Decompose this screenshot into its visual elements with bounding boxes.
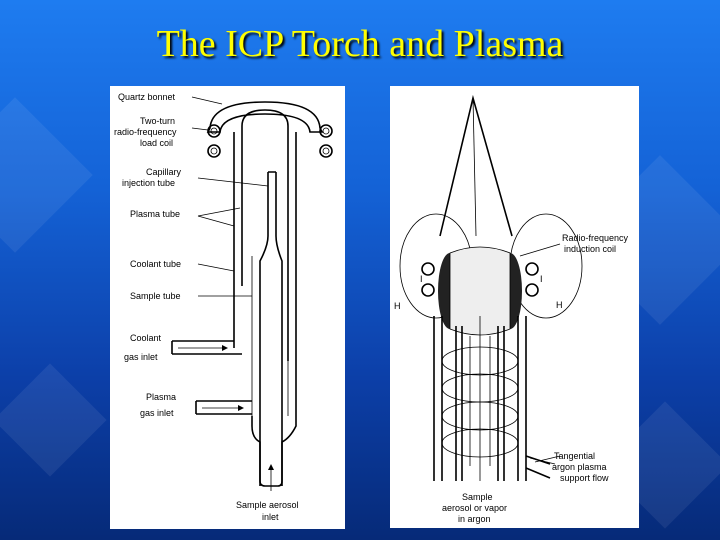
label-plasma-tube: Plasma tube (130, 209, 180, 219)
aerosol-arrow-head (268, 464, 274, 470)
label-coolant-inlet: Coolant (130, 333, 162, 343)
label-capillary: Capillary (146, 167, 182, 177)
label-tangential-flow: Tangential (554, 451, 595, 461)
swirl-flow (441, 316, 519, 481)
label-h-right: H (556, 300, 563, 310)
background-diamond (0, 97, 93, 253)
label-capillary: injection tube (122, 178, 175, 188)
tangential-arrow (529, 457, 556, 465)
sample-tube (251, 256, 289, 416)
coolant-arrow-head (222, 345, 228, 351)
quartz-bonnet (206, 101, 324, 133)
plasma-arrow-head (238, 405, 244, 411)
label-tangential-flow: support flow (560, 473, 609, 483)
plasma-flame (439, 94, 513, 237)
induction-coil (421, 262, 539, 297)
label-tangential-flow: argon plasma (552, 462, 607, 472)
coolant-gas-inlet (171, 340, 242, 355)
label-rf-coil: radio-frequency (114, 127, 177, 137)
label-plasma-inlet: gas inlet (140, 408, 174, 418)
plasma-diagram-panel: Radio-frequency induction coil H H I I T… (390, 86, 639, 528)
torch-base (251, 371, 297, 487)
label-induction-coil: Radio-frequency (562, 233, 629, 243)
label-i-left: I (420, 274, 423, 284)
torch-diagram-panel: Quartz bonnet Two-turn radio-frequency l… (110, 86, 345, 529)
leader-lines (519, 243, 561, 463)
label-h-left: H (394, 301, 401, 311)
rf-load-coil (207, 124, 333, 158)
plasma-gas-inlet (195, 400, 252, 415)
coolant-tube (233, 132, 297, 371)
label-plasma-inlet: Plasma (146, 392, 176, 402)
label-aerosol-inlet: inlet (262, 512, 279, 522)
label-rf-coil: load coil (140, 138, 173, 148)
label-induction-coil: induction coil (564, 244, 616, 254)
label-quartz-bonnet: Quartz bonnet (118, 92, 176, 102)
page-title: The ICP Torch and Plasma (156, 23, 564, 65)
torch-diagram: Quartz bonnet Two-turn radio-frequency l… (114, 92, 333, 522)
label-rf-coil: Two-turn (140, 116, 175, 126)
label-i-right: I (540, 274, 543, 284)
flame-axis (472, 97, 477, 237)
leader-lines (191, 96, 269, 297)
label-sample-flow: aerosol or vapor (442, 503, 507, 513)
label-coolant-tube: Coolant tube (130, 259, 181, 269)
background-diamond (0, 363, 107, 477)
label-sample-tube: Sample tube (130, 291, 181, 301)
label-sample-flow: Sample (462, 492, 493, 502)
label-coolant-inlet: gas inlet (124, 352, 158, 362)
capillary-injection-tube (259, 171, 283, 486)
label-aerosol-inlet: Sample aerosol (236, 500, 299, 510)
label-sample-flow: in argon (458, 514, 491, 524)
plasma-diagram: Radio-frequency induction coil H H I I T… (394, 94, 629, 524)
plasma-tube (241, 109, 289, 361)
